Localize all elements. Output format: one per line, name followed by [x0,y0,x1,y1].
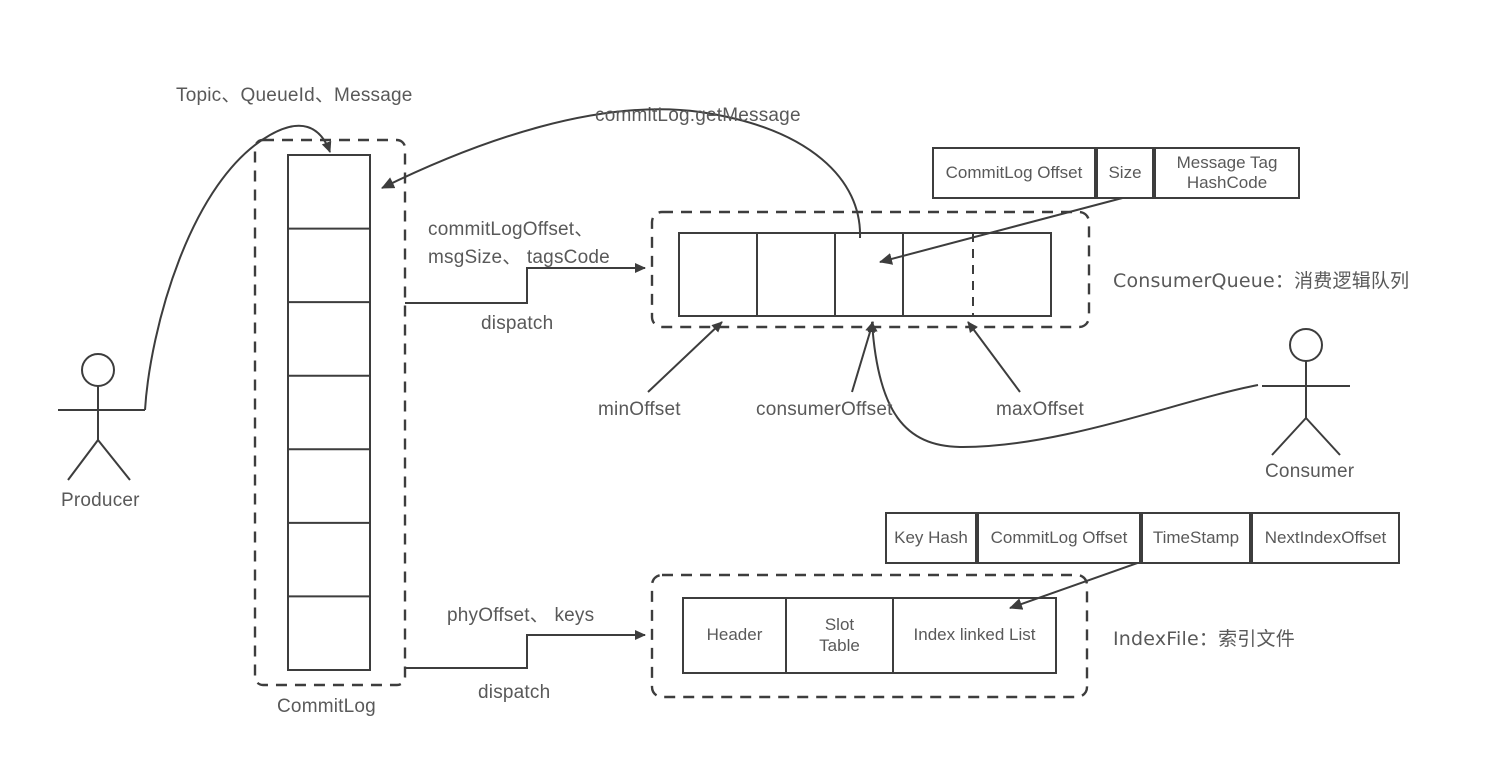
index-record-field-nextindexoffset-label: NextIndexOffset [1264,527,1387,547]
producer-figure [58,353,145,481]
index-record-field-key-hash-label: Key Hash [894,527,968,547]
commitlog-cells [287,154,371,671]
consumerqueue-title-label: ConsumerQueue：消费逻辑队列 [1113,270,1410,292]
consumer-to-consumeroffset-arrow [867,321,1259,449]
commitlog-getmessage-label: commitLog.getMessage [595,105,801,126]
cq-record-field-commitlog-offset [932,147,1096,199]
index-record-field-timestamp-label: TimeStamp [1152,527,1240,547]
index-record-field-key-hash [885,512,977,564]
cq-record-field-message-tag-hashcode [1154,147,1300,199]
cq-record-pointer-arrow [879,195,1131,265]
cq-record-field-size [1096,147,1154,199]
pointer-label-minoffset: minOffset [598,399,681,420]
index-record-field-commitlog-offset [977,512,1141,564]
indexfile-section-slot-table-label: Slot Table [819,615,860,655]
dispatch-cq-params-line2: msgSize、 tagsCode [428,247,610,268]
commitlog-dashed-boundary [253,138,407,687]
dispatch-cq-params-line1: commitLogOffset、 [428,219,594,240]
cq-record-field-message-tag-hashcode-label: Message Tag HashCode [1176,152,1278,192]
pointer-label-consumeroffset: consumerOffset [756,399,893,420]
dispatch-indexfile-arrow [405,630,646,669]
dispatch-cq-label: dispatch [481,313,554,334]
cq-record-field-commitlog-offset-label: CommitLog Offset [945,162,1083,182]
index-record-field-timestamp [1141,512,1251,564]
dispatch-index-label: dispatch [478,682,551,703]
index-record-field-nextindexoffset [1251,512,1400,564]
producer-flow-label: Topic、QueueId、Message [176,85,413,106]
consumerqueue-cells [678,232,1052,317]
cq-record-field-size-label: Size [1108,162,1142,182]
consumer-actor-label: Consumer [1265,461,1355,482]
indexfile-section-index-linked-list-label: Index linked List [913,625,1036,645]
dispatch-index-params: phyOffset、 keys [447,605,595,626]
dispatch-consumerqueue-arrow [405,263,646,304]
index-record-field-commitlog-offset-label: CommitLog Offset [990,527,1128,547]
consumerqueue-dashed-boundary [650,210,1091,329]
producer-actor-label: Producer [61,490,140,511]
indexfile-section-header-label: Header [706,625,763,645]
producer-to-commitlog-arrow [144,124,332,411]
pointer-label-maxoffset: maxOffset [996,399,1085,420]
consumerqueue-pointer-arrows [647,321,1021,393]
consumer-figure [1262,328,1350,456]
commitlog-title-label: CommitLog [277,696,376,717]
indexfile-title-label: IndexFile：索引文件 [1113,628,1295,650]
